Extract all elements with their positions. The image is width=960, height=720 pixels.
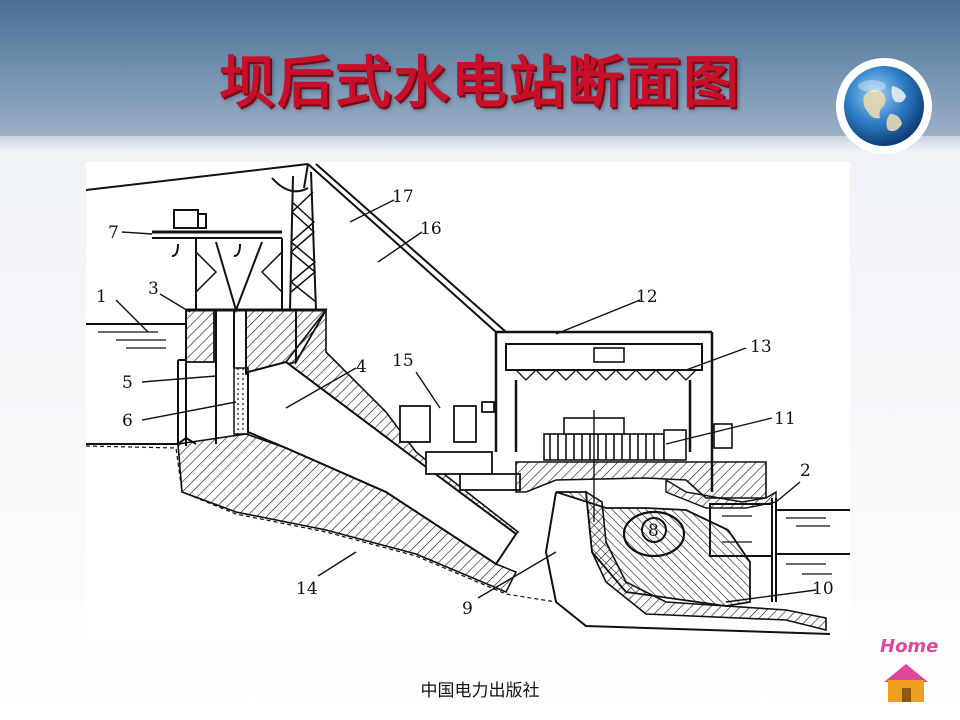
callout-12-label: 12 [636,287,658,307]
home-icon [884,664,928,702]
callout-6-label: 6 [122,411,133,431]
dam-cross-section-drawing: 8 [86,163,850,635]
callout-10-label: 10 [812,579,834,599]
callout-3-label: 3 [148,279,159,299]
callout-11-label: 11 [774,409,796,429]
publisher-footer: 中国电力出版社 [420,681,540,701]
slide-header [0,0,960,136]
callout-2-label: 2 [800,461,811,481]
callout-1-label: 1 [96,287,107,307]
callout-16-label: 16 [420,219,442,239]
callout-4-label: 4 [356,357,367,377]
callout-7-label: 7 [108,223,119,243]
callout-15-label: 15 [392,351,414,371]
home-button[interactable]: Home [872,630,948,706]
callout-17-label: 17 [392,187,414,207]
callout-13-label: 13 [750,337,772,357]
callout-5-label: 5 [122,373,133,393]
globe-icon [834,56,934,156]
dam-cross-section-figure: 8 [86,162,850,646]
header-divider [0,136,960,152]
slide-title: 坝后式水电站断面图 [219,51,741,116]
home-label: Home [880,636,939,657]
callout-14-label: 14 [296,579,318,599]
callout-9-label: 9 [462,599,473,619]
